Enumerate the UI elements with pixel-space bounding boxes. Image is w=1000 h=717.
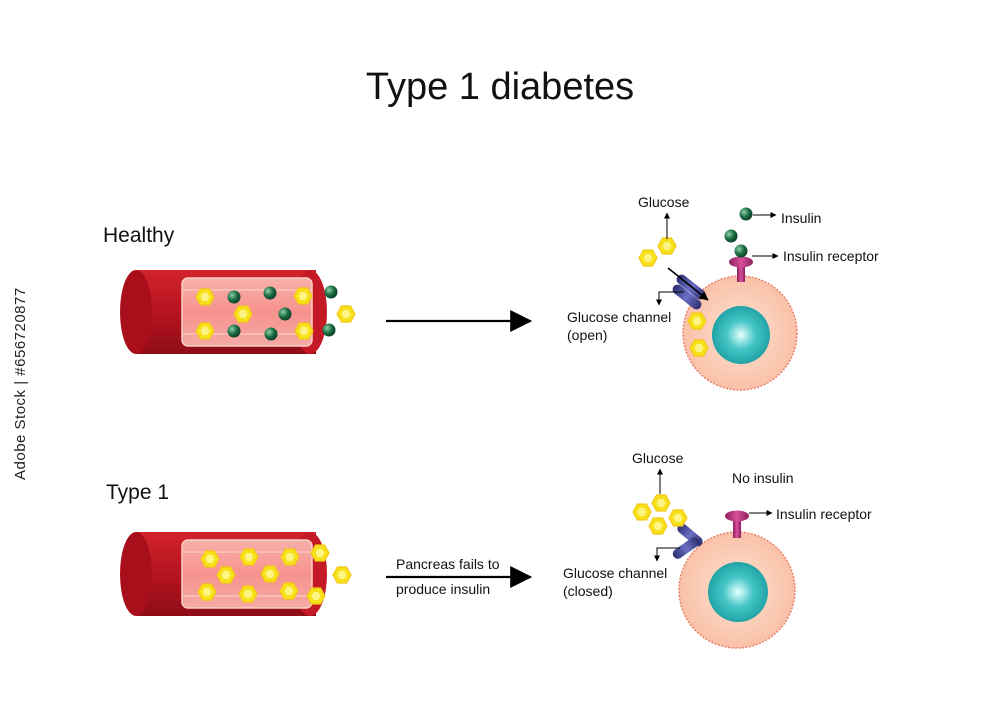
type1-channel-label-line1: Glucose channel [563, 565, 668, 581]
page-title: Type 1 diabetes [365, 66, 635, 108]
type1-no-insulin-label: No insulin [732, 470, 794, 486]
healthy-section-label: Healthy [103, 224, 175, 247]
healthy-channel-label-line1: Glucose channel [567, 309, 672, 325]
type1-arrow-text-line1: Pancreas fails to [396, 556, 500, 572]
healthy-cell [682, 275, 798, 391]
healthy-channel-label-line2: (open) [567, 327, 608, 343]
type1-glucose-channel [672, 523, 703, 559]
healthy-nucleus [712, 306, 770, 364]
healthy-insulin-label: Insulin [781, 210, 822, 226]
glucose-entry-arrow [667, 267, 709, 301]
healthy-cell-insulin [724, 207, 753, 258]
type1-receptor-label: Insulin receptor [776, 506, 872, 522]
type1-cell [678, 531, 796, 649]
healthy-receptor-label: Insulin receptor [783, 248, 879, 264]
type1-nucleus [708, 562, 768, 622]
healthy-blood-vessel [120, 270, 327, 354]
healthy-glucose-label: Glucose [638, 194, 690, 210]
type1-section-label: Type 1 [106, 481, 170, 504]
type1-glucose-label: Glucose [632, 450, 684, 466]
type1-arrow-text-line2: produce insulin [396, 581, 491, 597]
type1-insulin-receptor [725, 510, 749, 538]
type1-channel-label-line2: (closed) [563, 583, 613, 599]
stock-id-watermark: Adobe Stock | #656720877 [12, 287, 29, 480]
healthy-insulin-receptor [729, 256, 753, 282]
